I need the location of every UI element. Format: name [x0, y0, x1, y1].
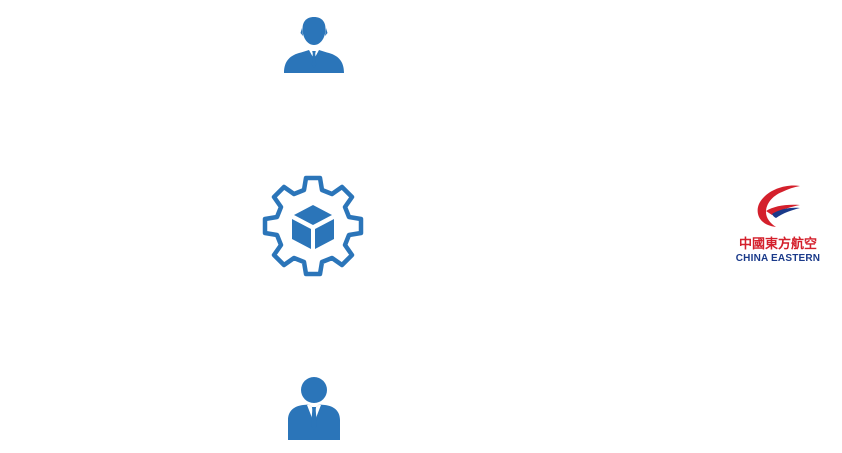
gear-with-box-icon — [262, 175, 364, 277]
logo-english-name: CHINA EASTERN — [735, 253, 821, 264]
swallow-logo-icon — [757, 185, 800, 227]
china-eastern-logo: 中國東方航空 CHINA EASTERN — [728, 184, 828, 268]
businessman-icon — [284, 17, 344, 73]
business-person-icon — [288, 377, 340, 440]
logo-chinese-name: 中國東方航空 — [738, 237, 817, 252]
